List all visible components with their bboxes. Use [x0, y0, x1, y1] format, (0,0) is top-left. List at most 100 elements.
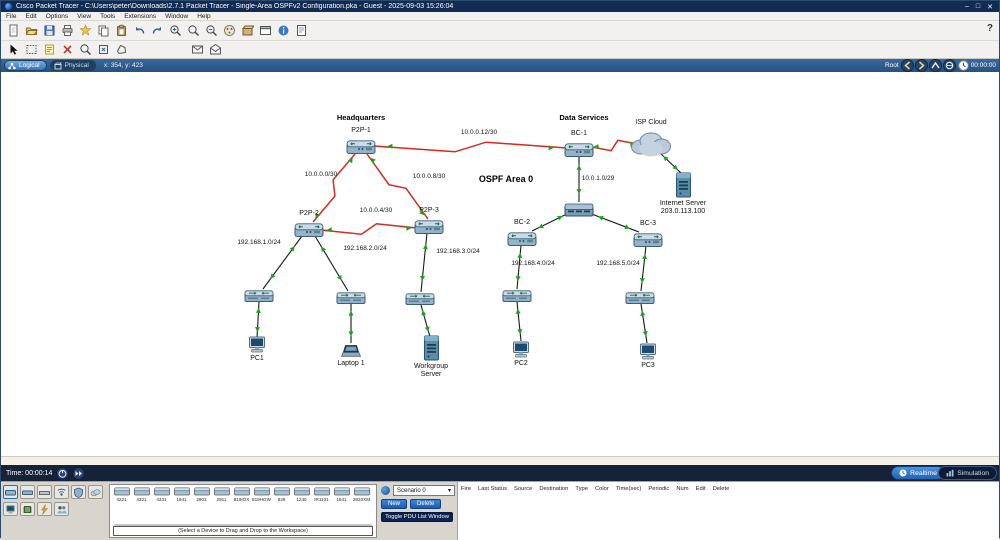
device-pc2[interactable] [512, 341, 530, 363]
serial-link[interactable] [591, 139, 638, 152]
copy-button[interactable] [95, 23, 111, 39]
device-internet-server[interactable] [675, 172, 692, 203]
drawing-palette-button[interactable] [221, 23, 237, 39]
open-file-button[interactable] [23, 23, 39, 39]
menu-window[interactable]: Window [165, 12, 189, 20]
tab-physical[interactable]: Physical [49, 60, 96, 71]
simulation-tab[interactable]: Simulation [939, 467, 996, 479]
new-file-button[interactable] [5, 23, 21, 39]
device-model-819IOX[interactable]: 819IOX [232, 487, 251, 502]
device-model-829[interactable]: 829 [272, 487, 291, 502]
redo-button[interactable] [149, 23, 165, 39]
category-connections[interactable] [37, 502, 52, 516]
save-button[interactable] [41, 23, 57, 39]
delete-scenario-button[interactable]: Delete [410, 499, 442, 509]
device-laptop1[interactable] [340, 344, 362, 363]
device-bc-3[interactable] [633, 231, 663, 253]
model-palette-scrollbar[interactable] [114, 524, 372, 526]
back-button[interactable] [901, 60, 913, 71]
category-multiuser[interactable] [54, 502, 69, 516]
zoom-reset-button[interactable] [185, 23, 201, 39]
activity-wizard-button[interactable] [77, 23, 93, 39]
serial-link[interactable] [312, 153, 356, 223]
menu-help[interactable]: Help [197, 12, 211, 20]
maximize-button[interactable]: □ [975, 2, 981, 10]
device-model-2901[interactable]: 2901 [192, 487, 211, 502]
device-isp-cloud[interactable] [628, 130, 674, 163]
ethernet-link[interactable] [588, 212, 640, 233]
minimize-button[interactable]: – [964, 2, 969, 10]
device-model-4221[interactable]: 4221 [112, 487, 131, 502]
help-button[interactable]: ? [986, 23, 993, 34]
device-switch3[interactable] [405, 292, 435, 311]
device-model-1841[interactable]: 1841 [332, 487, 351, 502]
menu-tools[interactable]: Tools [100, 12, 116, 20]
delete-button[interactable] [59, 42, 75, 58]
device-bc-2[interactable] [507, 230, 537, 252]
zoom-out-button[interactable] [203, 23, 219, 39]
device-p2p-2[interactable] [294, 221, 324, 243]
device-p2p-1[interactable] [346, 138, 376, 160]
device-switch4[interactable] [502, 289, 532, 308]
menu-extensions[interactable]: Extensions [124, 12, 157, 20]
device-model-819HGW[interactable]: 819HGW [252, 487, 271, 502]
zoom-in-button[interactable] [167, 23, 183, 39]
device-pc1[interactable] [248, 336, 266, 358]
serial-link[interactable] [373, 141, 568, 153]
ethernet-link[interactable] [531, 212, 570, 232]
device-model-4331[interactable]: 4331 [152, 487, 171, 502]
category-wan-emulation[interactable] [88, 485, 103, 499]
category-wireless-devices[interactable] [54, 485, 69, 499]
category-hubs[interactable] [37, 485, 52, 499]
power-cycle-button[interactable] [57, 467, 69, 479]
category-security[interactable] [71, 485, 86, 499]
device-p2p-3[interactable] [414, 218, 444, 240]
menu-edit[interactable]: Edit [25, 12, 37, 20]
ethernet-link[interactable] [262, 235, 303, 290]
marquee-button[interactable] [23, 42, 39, 58]
serial-link[interactable] [320, 223, 418, 235]
new-scenario-button[interactable]: New [381, 499, 408, 509]
root-button[interactable]: Root [884, 62, 899, 69]
menu-options[interactable]: Options [45, 12, 69, 20]
device-model-2911[interactable]: 2911 [212, 487, 231, 502]
print-button[interactable] [59, 23, 75, 39]
category-end-devices[interactable] [3, 502, 18, 516]
custom-devices-button[interactable] [239, 23, 255, 39]
forward-button[interactable] [915, 60, 927, 71]
device-model-1240[interactable]: 1240 [292, 487, 311, 502]
category-components[interactable] [20, 502, 35, 516]
place-note-button[interactable] [41, 42, 57, 58]
ethernet-link[interactable] [640, 245, 647, 292]
close-button[interactable]: ✕ [987, 3, 993, 11]
add-complex-pdu-button[interactable] [207, 42, 223, 58]
info-button[interactable] [275, 23, 291, 39]
environment-button[interactable] [943, 60, 955, 71]
tab-logical[interactable]: Logical [4, 60, 47, 71]
device-switch2[interactable] [336, 291, 366, 310]
undo-button[interactable] [131, 23, 147, 39]
device-model-2620XM[interactable]: 2620XM [352, 487, 371, 502]
ethernet-link[interactable] [516, 301, 522, 342]
ethernet-link[interactable] [314, 235, 349, 292]
select-button[interactable] [5, 42, 21, 58]
device-switch1[interactable] [244, 289, 274, 308]
paste-button[interactable] [113, 23, 129, 39]
network-description-button[interactable] [293, 23, 309, 39]
ethernet-link[interactable] [420, 232, 428, 293]
environment-clock[interactable]: 00:00:00 [957, 60, 996, 71]
resize-shape-button[interactable] [95, 42, 111, 58]
device-model-4321[interactable]: 4321 [132, 487, 151, 502]
category-routers[interactable] [3, 485, 18, 499]
fast-forward-button[interactable] [73, 467, 85, 479]
toggle-pdu-list-button[interactable]: Toggle PDU List Window [381, 512, 453, 522]
device-ds-switch[interactable] [564, 202, 594, 222]
category-switches[interactable] [20, 485, 35, 499]
add-simple-pdu-button[interactable] [189, 42, 205, 58]
menu-file[interactable]: File [6, 12, 17, 20]
up-level-button[interactable] [929, 60, 941, 71]
device-model-1941[interactable]: 1941 [172, 487, 191, 502]
draw-polygon-button[interactable] [113, 42, 129, 58]
ethernet-link[interactable] [640, 303, 648, 344]
